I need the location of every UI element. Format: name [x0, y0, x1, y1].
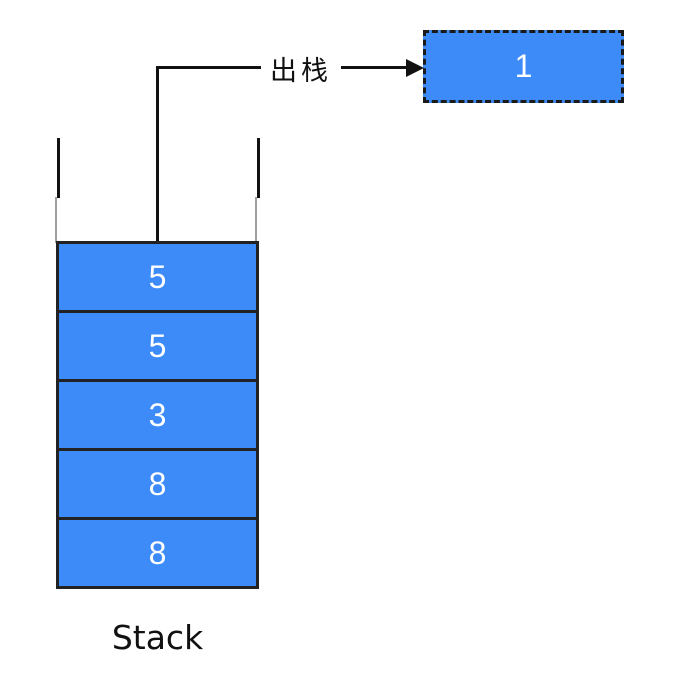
- stack-item: 8: [56, 517, 259, 589]
- stack-item: 8: [56, 448, 259, 520]
- popped-value-box: 1: [423, 30, 624, 103]
- stack-wall-left: [57, 138, 60, 198]
- stack-wall-left-lower: [55, 197, 57, 243]
- stack-item: 3: [56, 379, 259, 451]
- pop-arrow-head-icon: [406, 59, 424, 77]
- stack-wall-right-lower: [255, 197, 257, 243]
- pop-arrow-label: 出栈: [261, 50, 341, 86]
- pop-arrow-vertical-line: [156, 66, 159, 243]
- stack-item: 5: [56, 310, 259, 382]
- stack-wall-right: [257, 138, 260, 198]
- stack-item: 5: [56, 241, 259, 313]
- stack-caption: Stack: [111, 618, 204, 657]
- stack-boxes: 5 5 3 8 8: [56, 241, 259, 589]
